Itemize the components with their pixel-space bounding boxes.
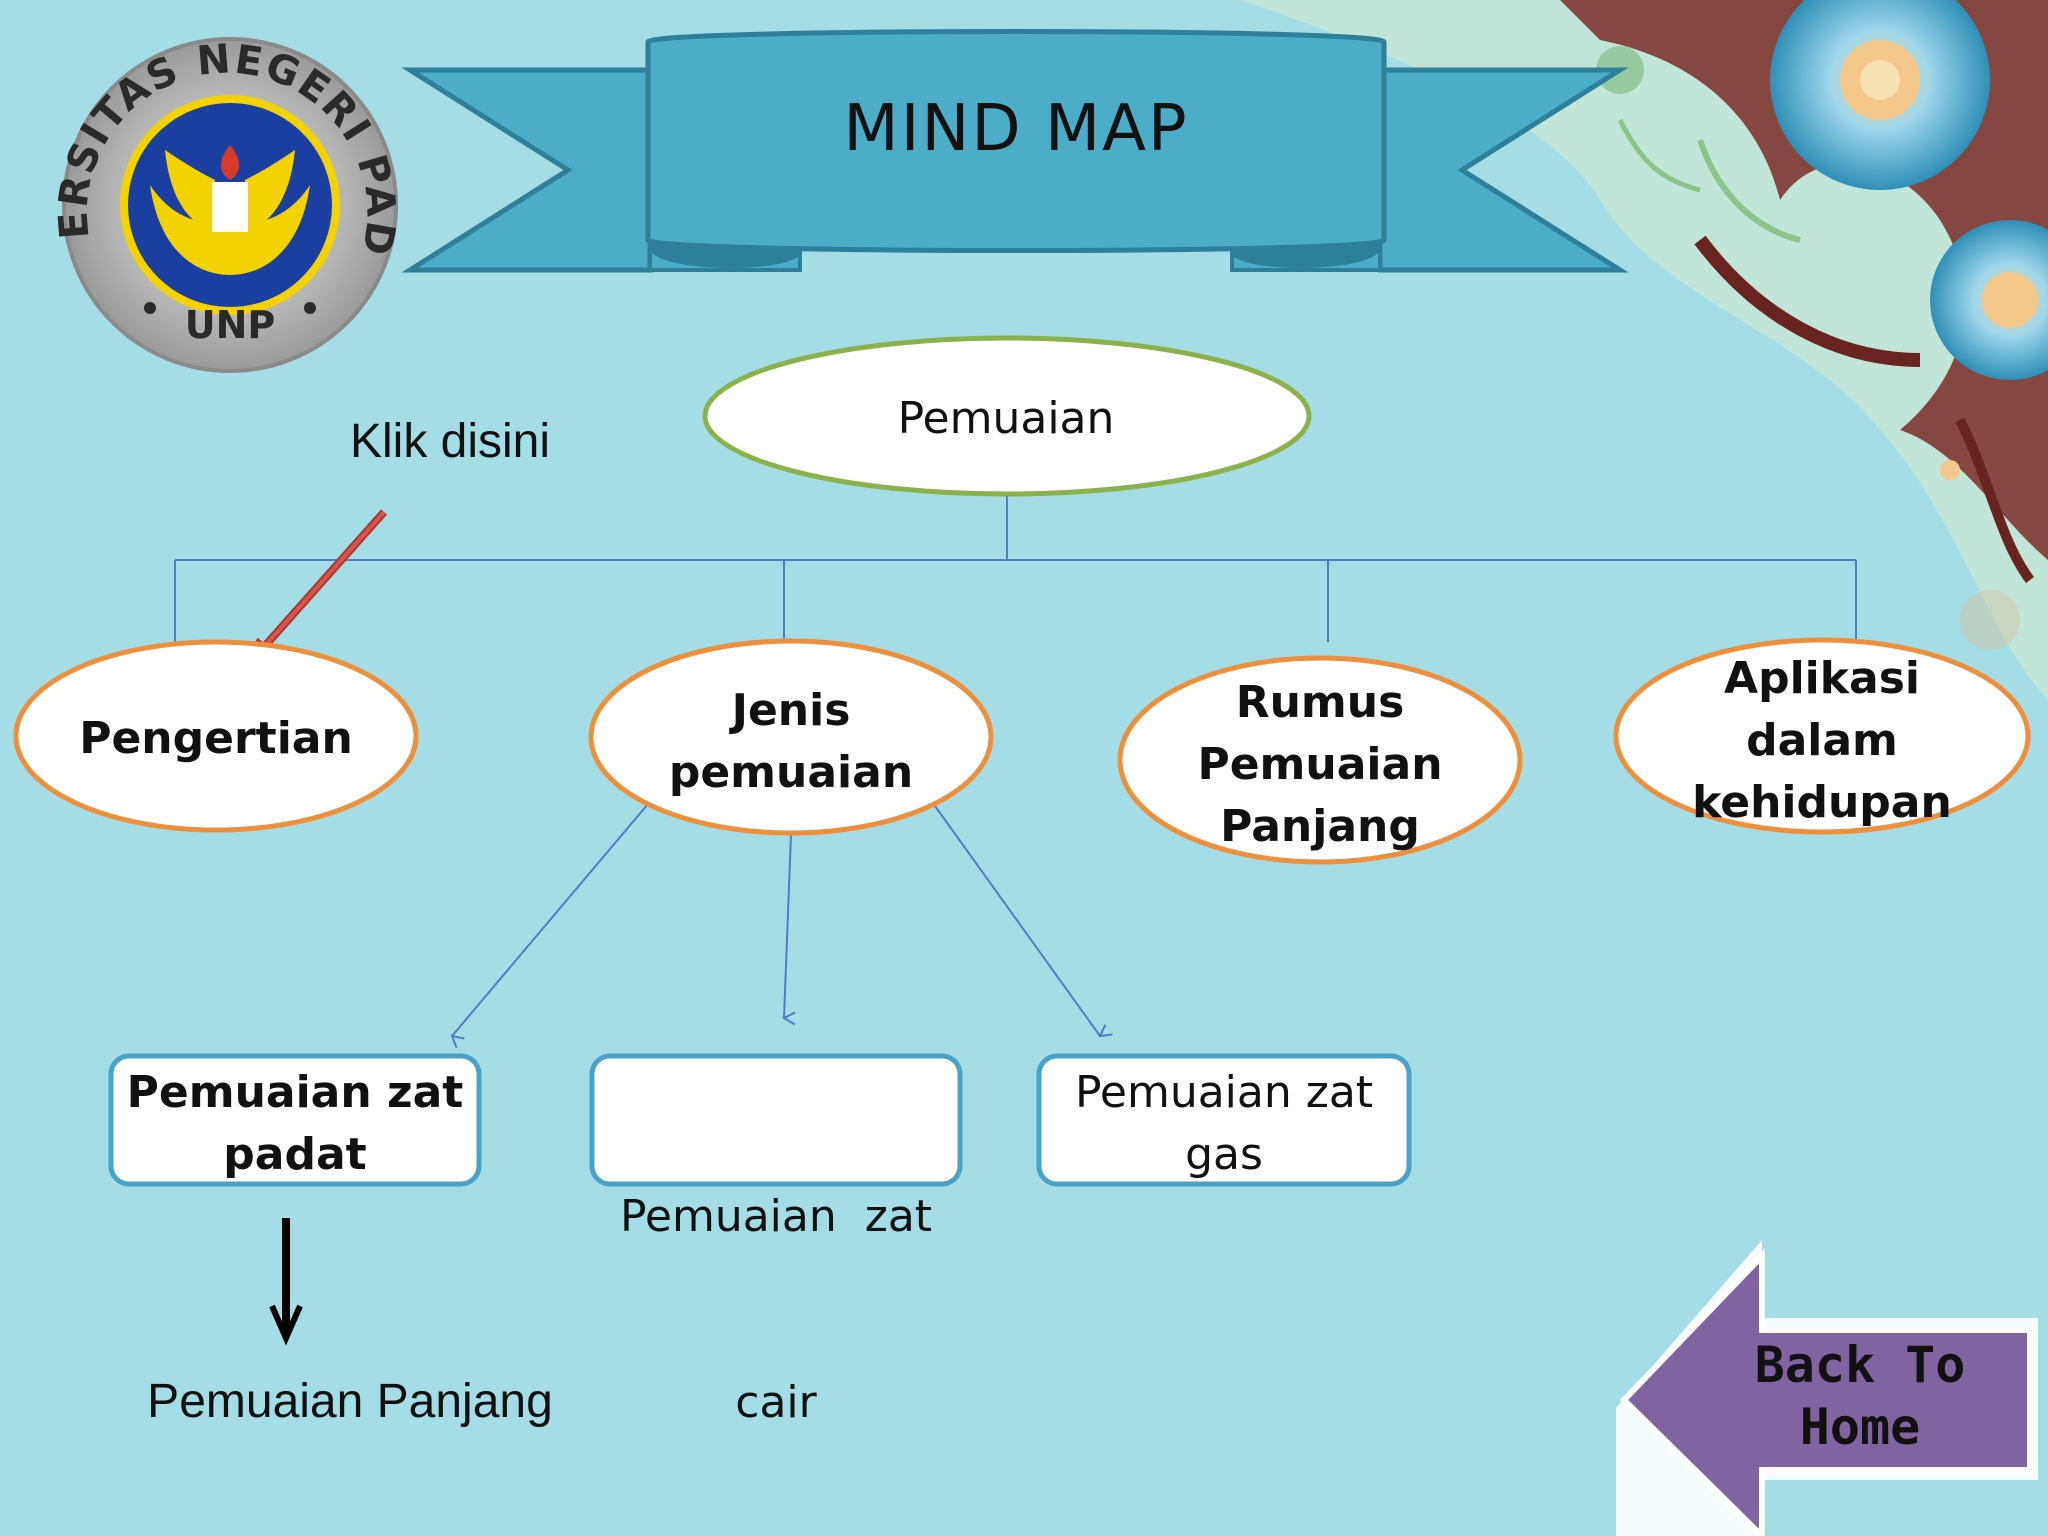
hint-label: Klik disini xyxy=(349,415,551,468)
topic-line: Rumus xyxy=(1235,677,1405,728)
type-label-gas: Pemuaian zat gas xyxy=(1039,1062,1409,1186)
topic-label-pengertian: Pengertian xyxy=(16,708,416,770)
type-box-padat[interactable] xyxy=(108,1053,482,1187)
type-line: Pemuaian zat xyxy=(126,1067,464,1118)
topic-label-aplikasi: Aplikasi dalam kehidupan xyxy=(1616,648,2028,834)
type-label-cair: Pemuaian zat cair xyxy=(592,1062,960,1496)
topic-line: Pengertian xyxy=(79,713,353,764)
back-line[interactable]: Home xyxy=(1799,1398,1921,1456)
root-node[interactable] xyxy=(702,335,1312,497)
topic-line: Aplikasi xyxy=(1724,653,1920,704)
logo-abbr: UNP xyxy=(185,303,276,347)
type-box-gas[interactable] xyxy=(1036,1053,1412,1187)
topic-label-jenis: Jenis pemuaian xyxy=(591,680,991,804)
topic-label-rumus: Rumus Pemuaian Panjang xyxy=(1120,672,1520,858)
topic-node-jenis-pemuaian[interactable] xyxy=(588,638,994,836)
type-label-padat: Pemuaian zat padat xyxy=(111,1062,479,1186)
topic-line: dalam xyxy=(1746,715,1898,766)
topic-line: kehidupan xyxy=(1692,777,1952,828)
back-button-label[interactable]: Back To Home xyxy=(1740,1334,1980,1458)
banner-title: MIND MAP xyxy=(843,92,1189,166)
type-line: Pemuaian zat xyxy=(619,1191,933,1242)
topic-line: Pemuaian xyxy=(1197,739,1443,790)
down-arrow xyxy=(269,1218,303,1346)
back-line[interactable]: Back To xyxy=(1754,1336,1966,1394)
topic-node-pengertian[interactable] xyxy=(13,639,419,833)
type-box-cair[interactable] xyxy=(589,1053,963,1187)
topic-node-aplikasi[interactable] xyxy=(1613,637,2031,835)
topic-line: Jenis xyxy=(731,685,851,736)
root-label: Pemuaian xyxy=(897,393,1115,444)
type-line: padat xyxy=(223,1129,367,1180)
sub-label: Pemuaian Panjang xyxy=(147,1375,553,1428)
unp-logo: UNIVERSITAS NEGERI PADANG UNP xyxy=(0,0,402,373)
back-to-home-button[interactable] xyxy=(1616,1240,2038,1536)
floral-decoration xyxy=(1240,0,2048,700)
connectors xyxy=(174,496,1857,1036)
type-line: cair xyxy=(735,1377,817,1428)
type-line: Pemuaian zat xyxy=(1074,1067,1374,1118)
topic-node-rumus[interactable] xyxy=(1117,655,1523,865)
type-line: gas xyxy=(1185,1129,1263,1180)
topic-line: pemuaian xyxy=(668,747,914,798)
topic-line: Panjang xyxy=(1220,801,1420,852)
title-banner xyxy=(401,29,1629,273)
